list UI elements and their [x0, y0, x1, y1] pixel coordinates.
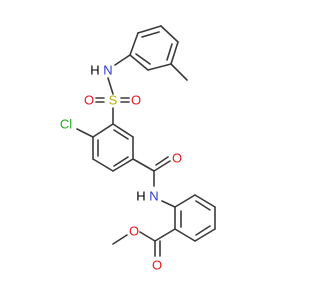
bond	[132, 158, 155, 172]
bond	[137, 25, 162, 34]
bond	[147, 63, 172, 71]
bond	[154, 228, 176, 242]
bond	[194, 228, 216, 242]
ester-carbonyl-oxygen-label: O	[152, 258, 162, 273]
bond	[174, 194, 196, 208]
bond	[112, 234, 128, 245]
bond	[129, 54, 149, 71]
bond	[174, 228, 196, 242]
chemical-structure-diagram: N H S O O Cl O N H	[60, 25, 216, 273]
sulfonyl-oxygen-right-label: O	[131, 93, 141, 108]
bond	[135, 53, 151, 65]
central-ring	[92, 123, 134, 172]
bond	[155, 156, 169, 166]
bond	[170, 41, 179, 65]
ester-oxygen-label: O	[129, 224, 139, 239]
bond	[195, 225, 211, 236]
nh-mid-n-label: N	[149, 189, 158, 204]
bond	[92, 123, 114, 138]
tolyl-ring	[129, 25, 179, 71]
nh-top-n-label: N	[103, 63, 112, 78]
benzoate-ring	[174, 194, 216, 242]
bond	[166, 43, 173, 61]
bond	[129, 32, 139, 56]
methyl-bond	[170, 63, 188, 81]
bond	[161, 200, 176, 208]
bond	[195, 200, 211, 211]
bond	[76, 128, 94, 138]
chlorine-label: Cl	[60, 117, 72, 132]
nh-top-h-label: H	[90, 63, 99, 78]
bond	[112, 158, 134, 172]
amide-oxygen-label: O	[172, 151, 182, 166]
nh-mid-h-label: H	[136, 189, 145, 204]
bond	[153, 160, 171, 172]
sulfur-label: S	[109, 93, 118, 108]
bond	[92, 158, 114, 172]
bond	[107, 77, 114, 95]
bond	[114, 54, 131, 66]
bond	[113, 129, 129, 140]
sulfonyl-oxygen-left-label: O	[84, 93, 94, 108]
bond	[141, 31, 160, 38]
bond	[112, 123, 134, 138]
bond	[194, 194, 216, 208]
bond	[160, 25, 179, 43]
bond	[139, 231, 156, 242]
bond	[113, 156, 129, 167]
